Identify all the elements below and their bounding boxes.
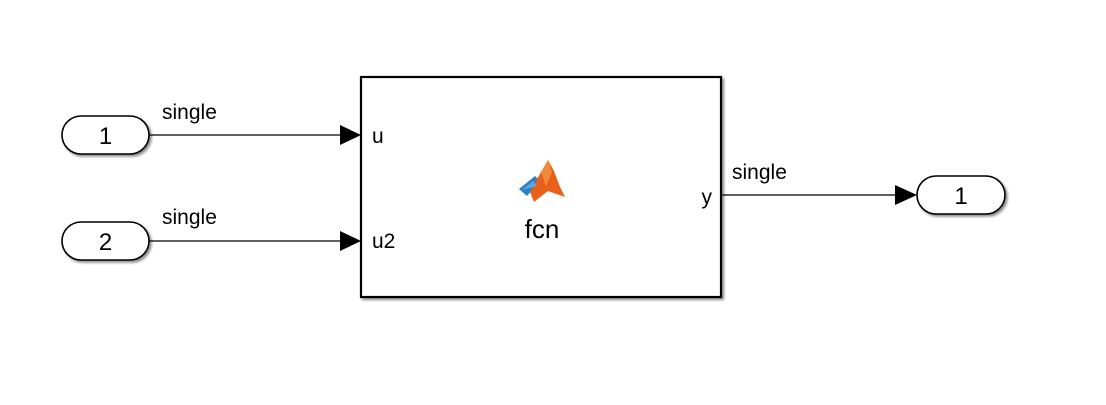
signal-line-y[interactable] xyxy=(721,185,917,205)
matlab-function-block[interactable]: u u2 y fcn xyxy=(359,75,723,299)
signal-label-out[interactable]: single xyxy=(732,161,787,184)
arrowhead-icon xyxy=(340,125,361,145)
signal-label-2[interactable]: single xyxy=(162,206,217,229)
outport-number-1: 1 xyxy=(954,183,967,210)
matlab-logo-icon xyxy=(519,160,565,202)
arrowhead-icon xyxy=(340,231,361,251)
inport-block-1[interactable]: 1 xyxy=(61,115,150,155)
inport-block-2[interactable]: 2 xyxy=(61,221,150,261)
inport-number-2: 2 xyxy=(99,229,112,256)
signal-label-1[interactable]: single xyxy=(162,101,217,124)
function-block-name: fcn xyxy=(525,214,560,244)
signal-line-u2[interactable] xyxy=(149,231,361,251)
outport-block-1[interactable]: 1 xyxy=(916,175,1006,215)
arrowhead-icon xyxy=(895,185,917,205)
signal-line-u[interactable] xyxy=(149,125,361,145)
input-port-label-u2: u2 xyxy=(372,230,395,253)
inport-number-1: 1 xyxy=(99,123,112,150)
input-port-label-u: u xyxy=(372,125,384,148)
output-port-label-y: y xyxy=(702,186,713,209)
